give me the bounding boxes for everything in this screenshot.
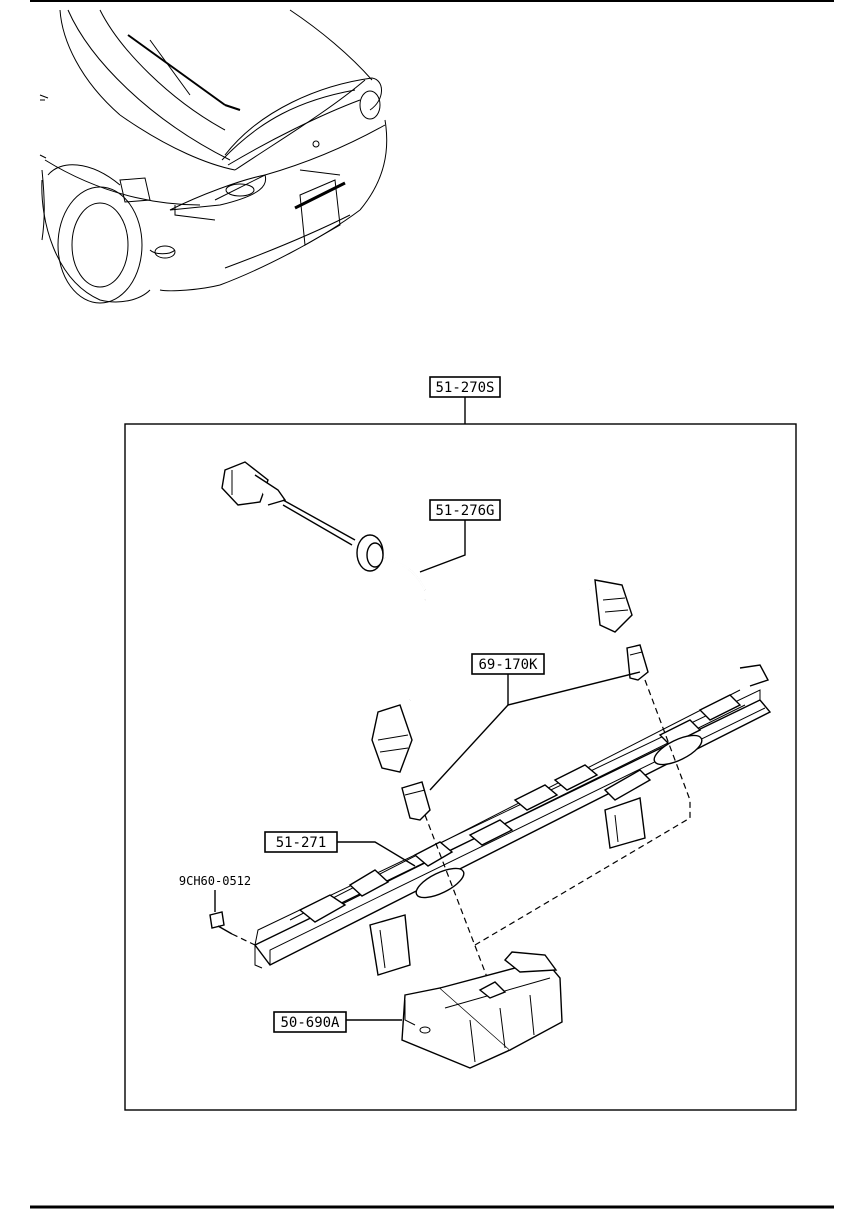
assembly-callout: 51-270S xyxy=(429,376,501,424)
lens-cover xyxy=(401,951,563,1069)
bulb-callout: 69-170K xyxy=(429,653,641,791)
lens-cover-callout: 50-690A xyxy=(273,1011,402,1033)
lens-cover-part-number: 50-690A xyxy=(280,1015,340,1031)
harness-callout: 51-276G xyxy=(419,499,501,573)
lamp-body xyxy=(253,664,772,976)
lamp-body-callout: 51-271 xyxy=(264,831,416,867)
car-rear-illustration xyxy=(39,9,388,304)
wire-harness xyxy=(221,461,633,773)
dashed-guides xyxy=(424,679,691,986)
harness-part-number: 51-276G xyxy=(435,503,494,519)
screw: 9CH60-0512 xyxy=(179,874,256,946)
bulb-right xyxy=(626,644,649,681)
screw-part-number: 9CH60-0512 xyxy=(179,874,251,888)
lamp-body-part-number: 51-271 xyxy=(276,835,327,851)
assembly-part-number: 51-270S xyxy=(435,380,494,396)
assembly-frame xyxy=(124,423,797,1111)
bulb-left xyxy=(401,781,431,821)
bulb-part-number: 69-170K xyxy=(478,657,538,673)
